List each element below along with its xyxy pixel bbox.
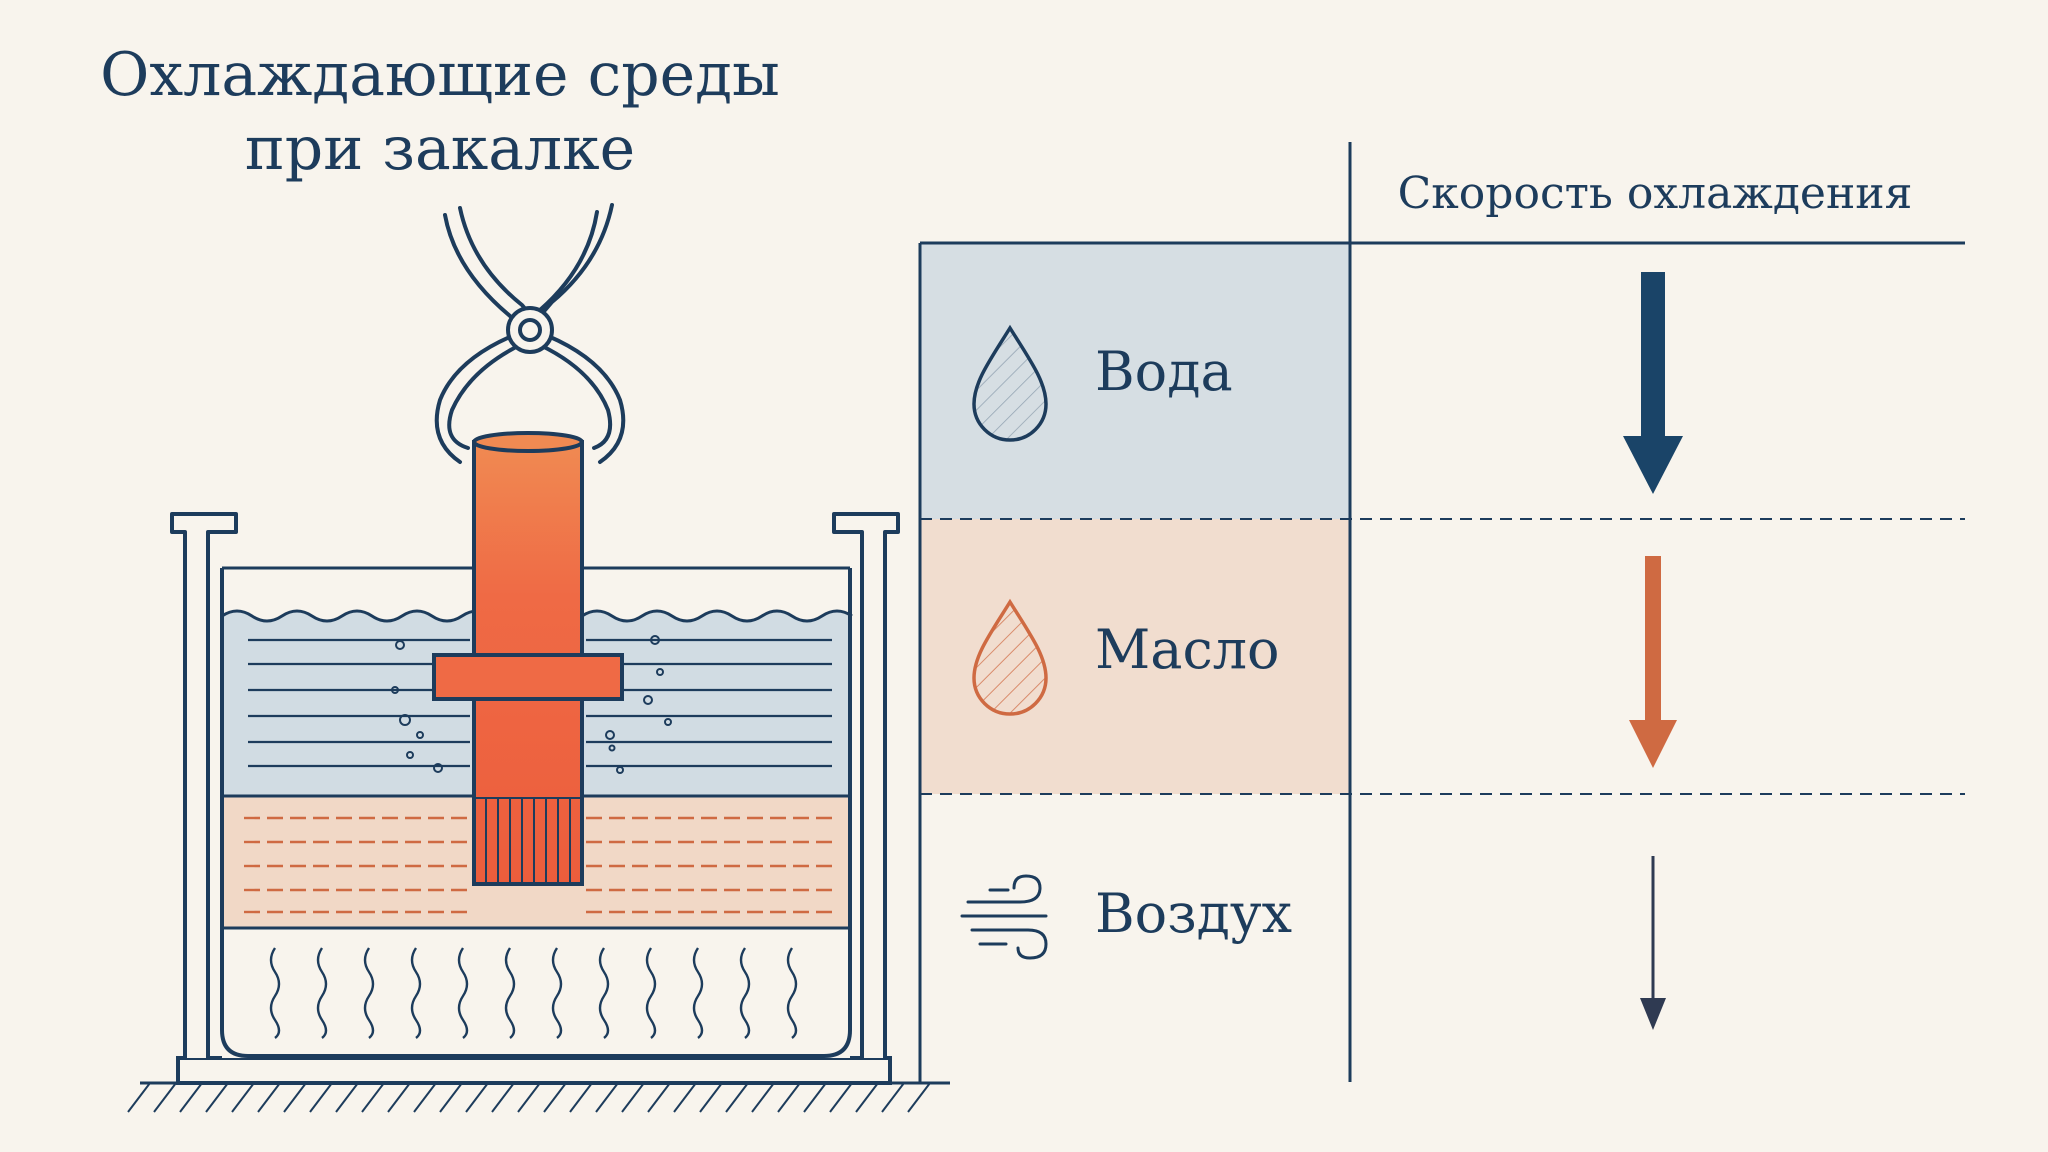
arrow-fast [1623, 272, 1683, 494]
water-drop-icon [972, 324, 1048, 442]
tank-base [176, 1056, 892, 1085]
column-header-cooling-speed: Скорость охлаждения [1397, 168, 1913, 219]
title-line-2: при закалке [244, 114, 636, 184]
tank-inner-outline [220, 568, 852, 1058]
arrow-slow [1640, 856, 1666, 1030]
tongs [434, 203, 626, 464]
oil-drop-icon [972, 598, 1048, 716]
air-wind-icon [960, 874, 1048, 960]
air-layer [222, 928, 850, 1056]
row-label-water: Вода [1095, 340, 1233, 403]
bubbles [391, 635, 672, 774]
arrow-medium [1629, 556, 1677, 768]
media-table [918, 142, 1965, 1082]
tank-right-post [832, 512, 900, 1058]
tank-left-post [170, 512, 238, 1058]
title-line-1: Охлаждающие среды [100, 40, 780, 110]
row-label-oil: Масло [1095, 618, 1280, 681]
ground-hatch [127, 1081, 950, 1113]
hot-workpiece [432, 431, 624, 886]
row-label-air: Воздух [1095, 882, 1293, 945]
page-title: Охлаждающие среды при закалке [90, 38, 790, 186]
